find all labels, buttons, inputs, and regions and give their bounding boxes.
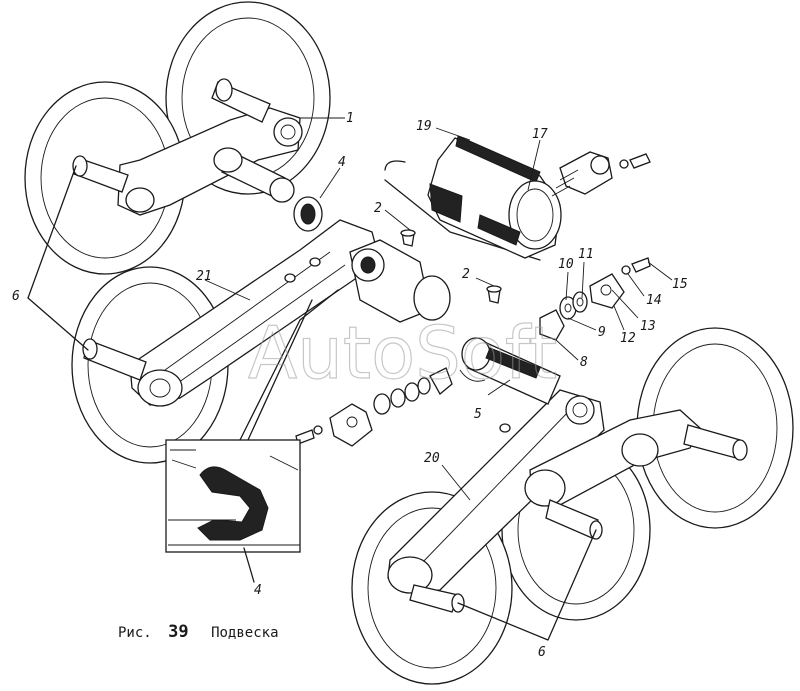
callout-6-right: 6	[538, 645, 546, 660]
balancer-arm-20	[387, 389, 605, 613]
callout-4-inset: 4	[254, 583, 262, 598]
balancer-arm-upper	[72, 78, 303, 216]
callout-21: 21	[196, 269, 212, 284]
watermark: AutoSoft	[248, 311, 557, 395]
seal-detail-inset	[165, 289, 339, 583]
cross-tube-5	[459, 337, 561, 405]
callout-4-upper: 4	[338, 155, 346, 170]
callout-12: 12	[620, 331, 636, 346]
callout-1: 1	[346, 111, 354, 126]
callout-19: 19	[416, 119, 432, 134]
callout-20: 20	[424, 451, 440, 466]
callout-5: 5	[474, 407, 482, 422]
caption-prefix: Рис.	[118, 625, 152, 641]
figure-caption: Рис. 39 Подвеска	[118, 622, 279, 642]
callout-17: 17	[532, 127, 548, 142]
caption-title: Подвеска	[211, 625, 279, 641]
callout-15: 15	[672, 277, 688, 292]
callout-2-upper: 2	[374, 201, 382, 216]
callout-13: 13	[640, 319, 656, 334]
bolt-2-upper	[400, 229, 416, 247]
callout-6-left: 6	[12, 289, 20, 304]
callout-8: 8	[580, 355, 588, 370]
callout-11: 11	[578, 247, 594, 262]
balancer-arm-21	[82, 219, 451, 407]
callout-labels: 1 2 2 4 4 5 6 6 8 9 10 11 12 13 14 15 17…	[12, 111, 688, 660]
callout-2-lower: 2	[462, 267, 470, 282]
callout-leaders	[204, 117, 673, 501]
cap-spring-upper	[551, 151, 651, 197]
caption-number: 39	[168, 622, 189, 642]
balancer-arm-lower-upper	[524, 409, 748, 540]
bolt-2-lower	[486, 285, 502, 304]
bearing-cage-17-19	[384, 135, 562, 261]
seal-ring-4	[293, 196, 323, 232]
callout-14: 14	[646, 293, 662, 308]
callout-10: 10	[558, 257, 574, 272]
shim-stack-right	[539, 257, 651, 341]
leader-lines-6	[27, 165, 597, 641]
callout-9: 9	[598, 325, 606, 340]
